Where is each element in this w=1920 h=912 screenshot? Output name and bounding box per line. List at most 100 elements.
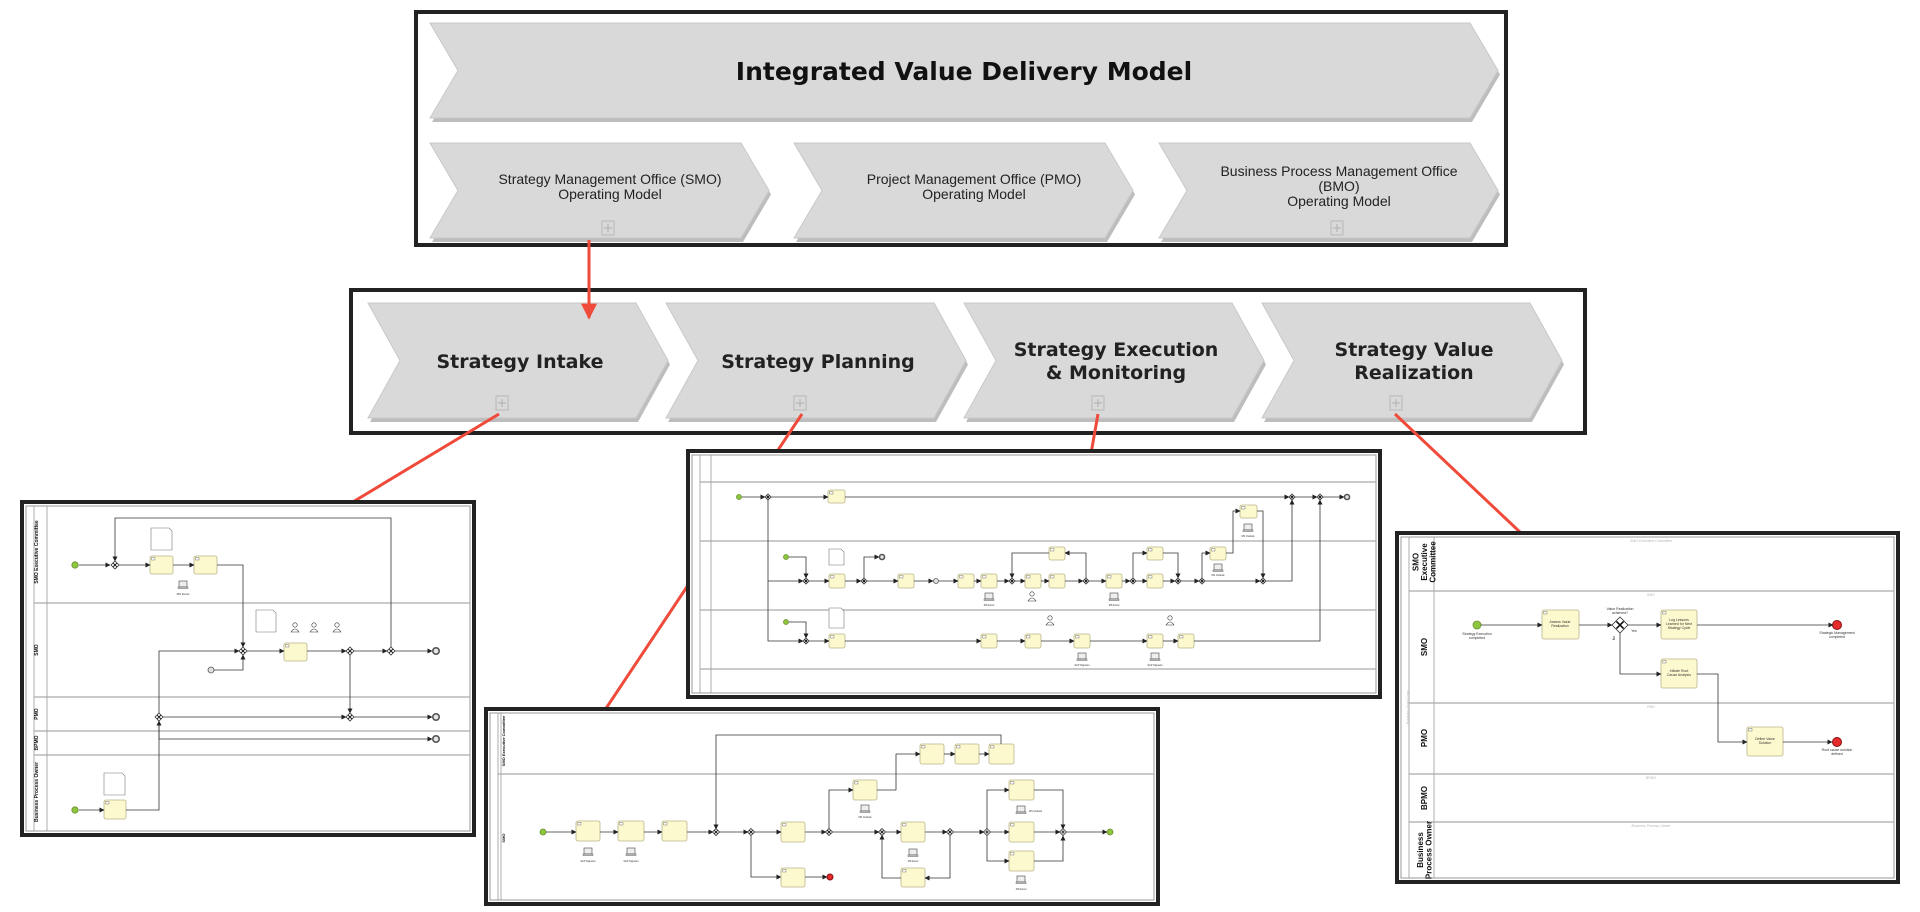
task[interactable] — [1105, 573, 1123, 589]
gateway[interactable] — [764, 493, 772, 501]
lane-header-label: SMO — [1420, 638, 1429, 656]
task[interactable] — [980, 573, 998, 589]
laptop-screen — [1243, 523, 1253, 531]
gateway[interactable] — [386, 646, 396, 656]
task-type-icon — [782, 869, 787, 873]
task[interactable] — [988, 743, 1015, 765]
task-type-icon — [982, 575, 987, 579]
task[interactable] — [954, 743, 980, 765]
gateway[interactable] — [802, 637, 810, 645]
exclusive-icon — [714, 830, 718, 834]
gateway[interactable] — [711, 827, 721, 837]
tool-label: MS Excel — [984, 604, 995, 607]
task[interactable] — [828, 633, 846, 649]
task-label: Initiate Root — [1670, 669, 1689, 673]
task[interactable] — [103, 799, 127, 820]
task[interactable] — [1239, 504, 1258, 519]
gateway[interactable] — [945, 827, 955, 837]
lane-label: SMO Executive Committee — [501, 715, 506, 766]
person-head — [1029, 591, 1035, 597]
gateway[interactable] — [860, 577, 868, 585]
task[interactable] — [980, 633, 998, 649]
gateway[interactable] — [1082, 577, 1090, 585]
task-type-icon — [195, 557, 200, 561]
pool-border — [489, 712, 1155, 901]
task[interactable] — [1146, 633, 1164, 649]
gateway[interactable] — [824, 827, 834, 837]
lane-header-label: BPMO — [1420, 786, 1429, 810]
phase-chevron-2[interactable]: Strategy Execution& Monitoring — [963, 302, 1266, 422]
task[interactable] — [957, 573, 975, 589]
task[interactable] — [1024, 573, 1042, 589]
task[interactable] — [780, 867, 806, 888]
expand-subprocess-icon[interactable] — [601, 220, 615, 236]
task[interactable] — [852, 779, 878, 801]
task[interactable] — [827, 489, 846, 504]
task-type-icon — [1026, 575, 1031, 579]
task-label: Assess Value — [1550, 620, 1571, 624]
task[interactable] — [919, 743, 945, 765]
model-title-chevron[interactable]: Integrated Value Delivery Model — [429, 22, 1500, 122]
gateway[interactable] — [1198, 577, 1206, 585]
gateway[interactable] — [345, 712, 355, 722]
lane-watermark: BPMO — [1646, 776, 1657, 780]
task[interactable] — [780, 821, 806, 843]
gateway[interactable] — [1174, 577, 1182, 585]
task[interactable] — [617, 820, 645, 842]
task[interactable] — [1024, 633, 1042, 649]
task[interactable] — [283, 642, 308, 662]
sequence-flow — [1163, 552, 1181, 579]
task[interactable] — [1209, 546, 1227, 561]
office-chevron-0[interactable]: Strategy Management Office (SMO)Operatin… — [429, 142, 771, 242]
expand-subprocess-icon[interactable] — [1330, 220, 1344, 236]
laptop-base — [1108, 598, 1120, 601]
gateway[interactable] — [746, 827, 756, 837]
task[interactable] — [1048, 573, 1066, 589]
sequence-flow — [1619, 633, 1662, 677]
task-type-icon — [982, 635, 987, 639]
sequence-flow — [879, 834, 901, 879]
lane-watermark: SMO — [1647, 593, 1655, 597]
task[interactable] — [1146, 546, 1164, 561]
task[interactable] — [897, 573, 915, 589]
office-chevron-1[interactable]: Project Management Office (PMO)Operating… — [793, 142, 1135, 242]
task[interactable] — [1073, 633, 1091, 649]
task-type-icon — [1179, 635, 1184, 639]
gateway[interactable] — [110, 560, 120, 570]
tool-label: MS Excel — [1016, 888, 1027, 891]
task[interactable] — [661, 820, 688, 842]
expand-subprocess-icon[interactable] — [1389, 395, 1403, 411]
gateway[interactable] — [345, 646, 355, 656]
task[interactable] — [828, 573, 846, 589]
task[interactable] — [900, 821, 926, 843]
task[interactable] — [1008, 821, 1035, 843]
expand-subprocess-icon[interactable] — [1091, 395, 1105, 411]
gateway[interactable] — [982, 827, 992, 837]
event-label: Strategy Execution — [1462, 632, 1491, 636]
integrated-value-delivery-model: Integrated Value Delivery ModelStrategy … — [429, 22, 1500, 242]
task[interactable] — [193, 555, 218, 575]
phase-chevron-1[interactable]: Strategy Planning — [665, 302, 968, 422]
task[interactable] — [1177, 633, 1195, 649]
lane-label: PMO — [34, 708, 40, 720]
task[interactable] — [1048, 546, 1066, 561]
task[interactable] — [1008, 779, 1035, 801]
expand-subprocess-icon[interactable] — [495, 395, 509, 411]
office-chevron-2[interactable]: Business Process Management Office(BMO)O… — [1158, 142, 1500, 242]
gateway[interactable] — [802, 577, 810, 585]
expand-subprocess-icon[interactable] — [793, 395, 807, 411]
phase-label: Realization — [1354, 362, 1473, 384]
task[interactable] — [1146, 573, 1164, 589]
task[interactable] — [900, 867, 926, 888]
task[interactable] — [1008, 850, 1035, 872]
gateway[interactable] — [1259, 577, 1267, 585]
task[interactable] — [575, 820, 601, 842]
gateway[interactable] — [1129, 577, 1137, 585]
phase-chevron-0[interactable]: Strategy Intake — [367, 302, 670, 422]
task[interactable] — [149, 555, 174, 575]
gateway[interactable] — [1008, 577, 1016, 585]
person-head — [292, 622, 298, 628]
sequence-flow — [750, 836, 782, 880]
person-body — [1165, 621, 1175, 626]
